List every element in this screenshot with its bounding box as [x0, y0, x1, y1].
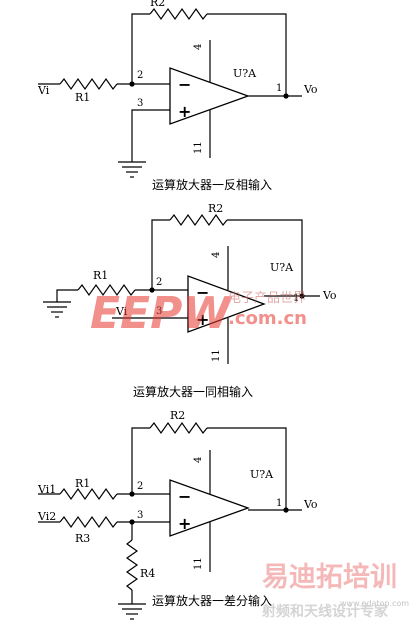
caption: 运算放大器一同相输入	[133, 384, 253, 399]
pin-vminus: 11	[211, 349, 222, 362]
input1-label: Vi1	[37, 483, 56, 496]
edatop-logo: 易迪拓培训	[262, 562, 397, 593]
resistor-r2	[169, 213, 228, 227]
caption: 运算放大器一反相输入	[152, 177, 272, 192]
pin-noninv: 3	[137, 98, 143, 109]
junction-dot	[129, 81, 135, 87]
circuit-noninverting: R2 R1 2 Vi 3 − + 4 11 U?A 1 Vo 运算放大器一同相	[43, 202, 337, 399]
pin-inv: 2	[137, 70, 143, 81]
plus-sign: +	[196, 310, 209, 329]
output-label: Vo	[303, 83, 318, 96]
part-label: U?A	[233, 67, 257, 80]
caption: 运算放大器一差分输入	[152, 593, 272, 608]
input-label: Vi	[37, 84, 50, 97]
plus-sign: +	[178, 514, 191, 533]
minus-sign: −	[196, 283, 209, 302]
resistor-r2	[149, 7, 208, 21]
eepw-cn: 电子产品世界	[228, 291, 306, 306]
input2-label: Vi2	[37, 510, 56, 523]
ground-symbol	[43, 301, 71, 318]
pin-vplus: 4	[193, 457, 204, 463]
pin-out: 1	[276, 498, 282, 509]
r1-label: R1	[75, 91, 90, 104]
resistor-r1	[59, 487, 118, 501]
pin-vminus: 11	[193, 141, 204, 154]
r2-label: R2	[150, 0, 165, 9]
circuit-inverting: R2 Vi R1 2 3 − + 4 11 U?A 1 Vo 运算放大器一反相	[37, 0, 318, 192]
edatop-site: www.edatop.com	[340, 599, 409, 608]
resistor-r1	[59, 77, 118, 91]
junction-dot	[299, 293, 305, 299]
pin-inv: 2	[156, 277, 162, 288]
pin-vplus: 4	[211, 252, 222, 258]
opamp-symbol	[169, 67, 250, 125]
ground-symbol	[118, 161, 146, 178]
eepw-site: .com.cn	[228, 308, 307, 329]
ground-symbol	[118, 603, 146, 620]
r2-label: R2	[170, 409, 185, 422]
input-label: Vi	[115, 305, 128, 318]
output-label: Vo	[322, 289, 337, 302]
junction-dot	[149, 287, 155, 293]
junction-dot	[283, 93, 289, 99]
junction-dot	[283, 507, 289, 513]
minus-sign: −	[178, 487, 191, 506]
pin-out: 1	[276, 83, 282, 94]
opamp-symbol	[169, 479, 250, 537]
pin-vplus: 4	[193, 44, 204, 50]
r2-label: R2	[208, 202, 223, 215]
pin-out: 1	[293, 293, 299, 304]
pin-vminus: 11	[193, 557, 204, 570]
resistor-r3	[59, 515, 118, 529]
resistor-r1	[77, 283, 136, 297]
junction-dot	[129, 491, 135, 497]
circuit-differential: R2 Vi1 R1 2 Vi2 R3 3 R4 − +	[37, 409, 318, 620]
part-label: U?A	[270, 261, 294, 274]
opamp-symbol	[187, 275, 266, 333]
resistor-r2	[149, 421, 208, 435]
pin-inv: 2	[137, 481, 143, 492]
eepw-watermark: EEPW 电子产品世界 .com.cn	[90, 288, 307, 339]
minus-sign: −	[178, 75, 191, 94]
resistor-r4	[125, 539, 139, 591]
r1-label: R1	[93, 269, 108, 282]
eepw-logo: EEPW	[90, 288, 233, 339]
output-label: Vo	[303, 498, 318, 511]
pin-noninv: 3	[156, 306, 162, 317]
pin-noninv: 3	[137, 510, 143, 521]
part-label: U?A	[250, 468, 274, 481]
plus-sign: +	[178, 102, 191, 121]
r4-label: R4	[140, 567, 155, 580]
r3-label: R3	[75, 532, 90, 545]
edatop-watermark: 易迪拓培训 www.edatop.com 射频和天线设计专家	[261, 562, 409, 620]
edatop-slogan: 射频和天线设计专家	[261, 603, 389, 620]
r1-label: R1	[75, 477, 90, 490]
